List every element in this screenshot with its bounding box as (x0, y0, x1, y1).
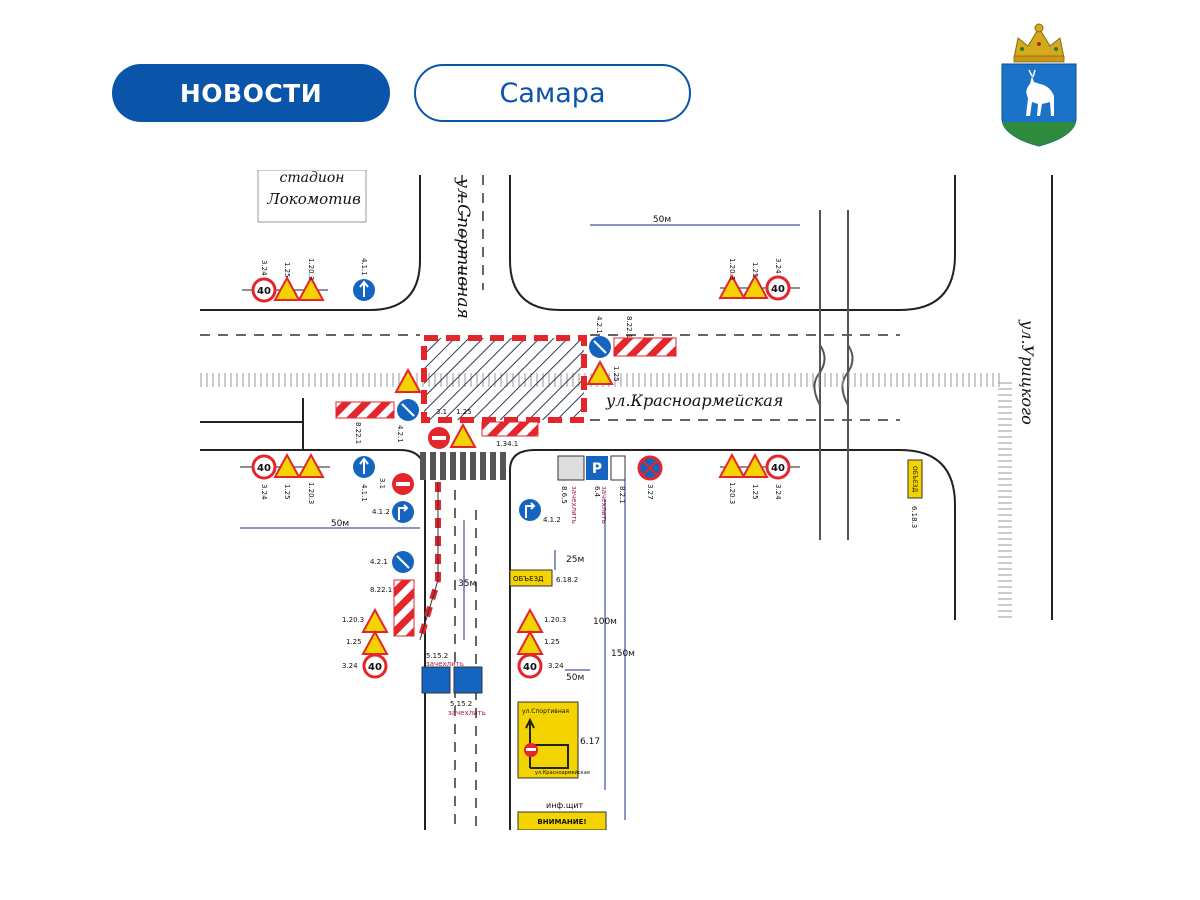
svg-text:1.25: 1.25 (283, 262, 291, 278)
narrowing-sign-icon (297, 275, 325, 301)
svg-text:1.34.1: 1.34.1 (496, 440, 518, 448)
svg-text:1.25: 1.25 (456, 408, 472, 416)
speed-limit-sign: 40 (257, 286, 271, 297)
svg-text:40: 40 (771, 463, 785, 474)
svg-text:8.22.1: 8.22.1 (354, 422, 362, 444)
station-line2: Локомотив (266, 190, 361, 208)
dim-100: 100м (593, 617, 617, 627)
sign-group-left-middle: 40 3.24 1.25 1.20.3 4.1.1 (240, 452, 375, 504)
svg-text:4.2.1: 4.2.1 (370, 558, 388, 566)
svg-text:6.4: 6.4 (593, 486, 601, 498)
svg-text:8.6.5: 8.6.5 (560, 486, 568, 504)
svg-text:ВНИМАНИЕ!: ВНИМАНИЕ! (537, 818, 586, 826)
svg-text:4.1.2: 4.1.2 (543, 516, 561, 524)
svg-text:1.25: 1.25 (751, 484, 759, 500)
svg-text:1.25: 1.25 (751, 262, 759, 278)
svg-text:ул.Красноармейская: ул.Красноармейская (535, 769, 590, 776)
roadwork-sign-icon (273, 275, 301, 301)
svg-text:3.24: 3.24 (342, 662, 358, 670)
svg-text:зачехлить: зачехлить (570, 486, 578, 524)
svg-text:6.18.2: 6.18.2 (556, 576, 578, 584)
detour-board: ОБЪЕЗД 6.18.2 (509, 569, 578, 587)
dim-35: 35м (458, 579, 476, 589)
svg-text:1.20.3: 1.20.3 (307, 482, 315, 504)
svg-text:1.25: 1.25 (544, 638, 560, 646)
svg-text:1.20.3: 1.20.3 (728, 258, 736, 280)
svg-text:3.24: 3.24 (774, 484, 782, 500)
svg-text:3.24: 3.24 (260, 484, 268, 500)
svg-text:1.20.3: 1.20.3 (544, 616, 566, 624)
svg-text:40: 40 (257, 463, 271, 474)
sign-group-work-zone: 4.2.1 8.22.1 1.25 4.2.1 8.22.1 3.1 1.25 … (354, 316, 633, 449)
svg-text:зачехлить: зачехлить (426, 660, 464, 668)
railway-vertical (998, 380, 1012, 620)
svg-text:6.17: 6.17 (580, 737, 600, 747)
news-tag[interactable]: НОВОСТИ (112, 64, 390, 122)
svg-text:4.1.2: 4.1.2 (372, 508, 390, 516)
dim-50-top: 50м (653, 215, 671, 225)
svg-text:1.20.3: 1.20.3 (342, 616, 364, 624)
svg-text:40: 40 (368, 662, 382, 673)
svg-text:3.24: 3.24 (774, 258, 782, 274)
dim-150: 150м (611, 649, 635, 659)
svg-text:4.2.1: 4.2.1 (396, 425, 404, 443)
svg-text:5.15.2: 5.15.2 (426, 652, 448, 660)
covered-signs-bottom: 5.15.2 зачехлить 5.15.2 зачехлить (421, 652, 486, 717)
svg-text:40: 40 (771, 284, 785, 295)
dim-50-left: 50м (331, 519, 349, 529)
city-tag-label: Самара (499, 77, 606, 109)
svg-text:8.22.1: 8.22.1 (370, 586, 392, 594)
svg-text:4.2.1: 4.2.1 (595, 316, 603, 334)
svg-text:3.24: 3.24 (260, 260, 268, 276)
svg-text:зачехлить: зачехлить (600, 486, 608, 524)
detour-scheme-board: ул.Спортивная ул.Красноармейская 6.17 (517, 701, 600, 779)
info-board: инф.щит ВНИМАНИЕ! (517, 801, 607, 830)
crosswalk (418, 452, 510, 480)
city-tag[interactable]: Самара (414, 64, 691, 122)
svg-text:ОБЪЕЗД: ОБЪЕЗД (911, 466, 918, 492)
svg-text:8.2.1: 8.2.1 (618, 486, 626, 504)
svg-text:ул.Спортивная: ул.Спортивная (522, 708, 569, 715)
work-zone (335, 335, 677, 641)
svg-text:3.24: 3.24 (548, 662, 564, 670)
svg-text:1.20.3: 1.20.3 (728, 482, 736, 504)
street-sportivnaya: ул.Спортивная (453, 177, 473, 319)
dim-25: 25м (566, 555, 584, 565)
svg-text:1.25: 1.25 (612, 366, 620, 382)
sign-group-top-left: 40 3.24 1.25 1.20.3 4.1.1 (242, 258, 375, 303)
svg-text:40: 40 (523, 662, 537, 673)
svg-text:1.20.3: 1.20.3 (307, 258, 315, 280)
sign-group-right-middle: 40 1.20.3 1.25 3.24 ОБЪЕЗД 6.18.3 (718, 452, 923, 528)
svg-text:4.1.1: 4.1.1 (360, 484, 368, 502)
news-tag-label: НОВОСТИ (179, 78, 323, 108)
svg-text:5.15.2: 5.15.2 (450, 700, 472, 708)
station-line1: стадион (279, 170, 344, 186)
svg-text:зачехлить: зачехлить (448, 709, 486, 717)
sign-group-bottom-right: 4.1.2 40 1.20.3 1.25 3.24 P 8.6.5 6.4 8.… (516, 455, 663, 679)
svg-text:1.25: 1.25 (346, 638, 362, 646)
svg-text:1.25: 1.25 (283, 484, 291, 500)
svg-text:8.22.1: 8.22.1 (625, 316, 633, 338)
svg-text:3.1: 3.1 (378, 478, 386, 489)
svg-text:инф.щит: инф.щит (546, 801, 584, 810)
street-uritskogo: ул.Урицкого (1018, 319, 1037, 425)
svg-text:P: P (592, 461, 602, 477)
svg-text:6.18.3: 6.18.3 (910, 506, 918, 528)
svg-text:3.27: 3.27 (646, 484, 654, 500)
station-label-box: стадион Локомотив (257, 170, 367, 223)
sign-group-top-right: 40 1.20.3 1.25 3.24 (718, 258, 800, 301)
street-krasnoarmeyskaya: ул.Красноармейская (605, 391, 783, 410)
svg-text:4.1.1: 4.1.1 (360, 258, 368, 276)
sign-group-left-vertical: 3.1 4.1.2 4.2.1 8.22.1 40 1.20.3 1.25 3.… (342, 473, 414, 679)
svg-text:3.1: 3.1 (436, 408, 447, 416)
dim-50-bottom: 50м (566, 673, 584, 683)
samara-coat-of-arms-logo (1001, 23, 1077, 147)
traffic-scheme-map: стадион Локомотив (200, 170, 1053, 830)
svg-text:ОБЪЕЗД: ОБЪЕЗД (513, 575, 544, 583)
dimension-lines (240, 224, 800, 820)
